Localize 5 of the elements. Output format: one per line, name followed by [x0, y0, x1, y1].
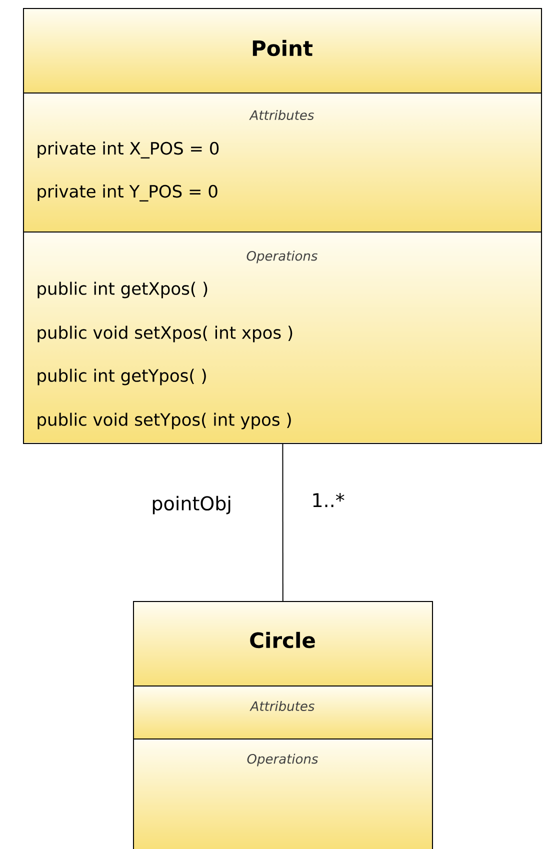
association-line [282, 444, 284, 602]
class-box: Circle Attributes Operations [132, 601, 433, 849]
class-box: Point Attributes private int X_POS = 0 private int Y_POS = 0 Operations public int getXpos( ) public void setXpos( int xpos ) public int getYpos( ) public void setYpos( int ypos ) [22, 8, 542, 444]
association-end-label: 1..* [313, 492, 344, 508]
association-end-label: pointObj [152, 496, 230, 514]
